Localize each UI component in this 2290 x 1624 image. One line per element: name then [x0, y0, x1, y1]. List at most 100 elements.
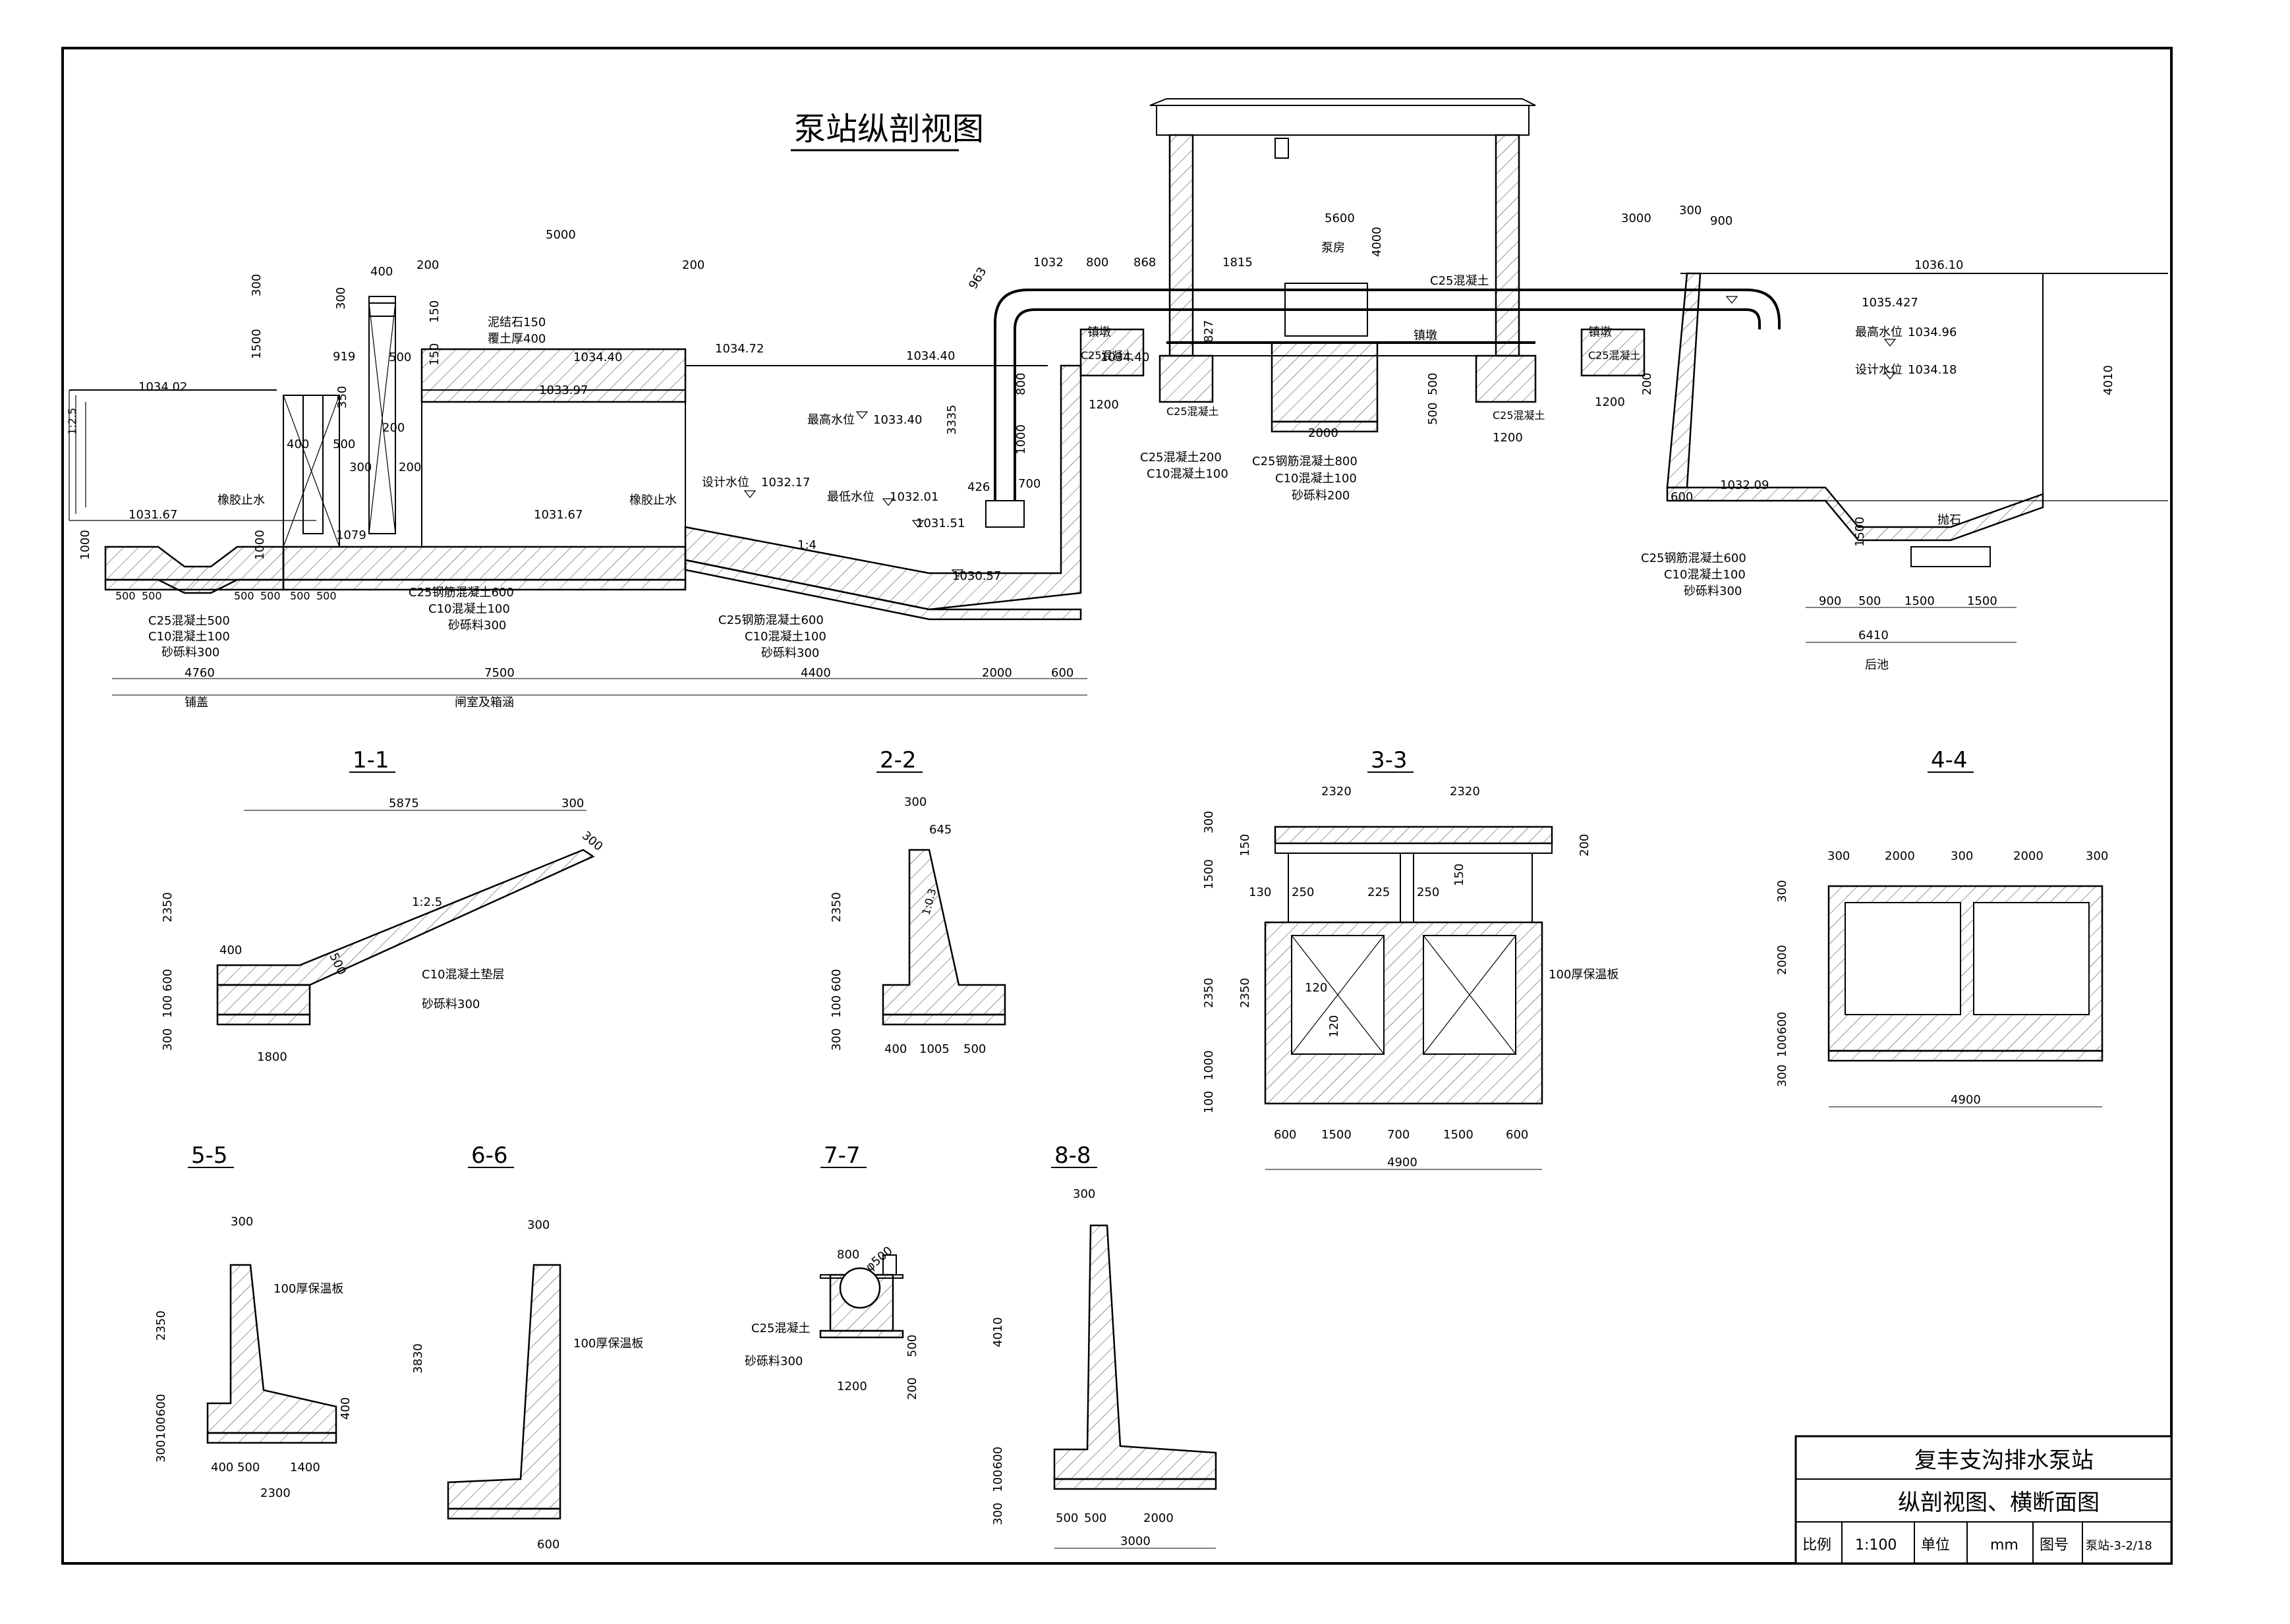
svg-text:4010: 4010	[991, 1317, 1005, 1347]
svg-text:300: 300	[1951, 849, 1973, 863]
svg-text:100: 100	[154, 1417, 168, 1440]
svg-text:2000: 2000	[1143, 1511, 1174, 1525]
svg-text:C25混凝土: C25混凝土	[1493, 409, 1545, 422]
svg-text:1200: 1200	[1595, 395, 1625, 409]
svg-text:200: 200	[382, 421, 405, 435]
svg-text:1034.40: 1034.40	[573, 350, 622, 364]
svg-text:4400: 4400	[801, 666, 831, 680]
svg-text:350: 350	[335, 386, 349, 408]
project-name: 复丰支沟排水泵站	[1914, 1447, 2094, 1474]
svg-text:400: 400	[211, 1461, 233, 1474]
svg-text:1000: 1000	[1202, 1050, 1216, 1080]
svg-text:300: 300	[1775, 1065, 1789, 1087]
svg-text:200: 200	[682, 258, 704, 272]
svg-text:1500: 1500	[250, 329, 264, 359]
svg-text:300: 300	[161, 1028, 175, 1051]
svg-text:300: 300	[154, 1440, 168, 1463]
svg-text:500: 500	[333, 437, 355, 451]
svg-text:设计水位: 设计水位	[1855, 363, 1903, 377]
svg-text:2000: 2000	[2013, 849, 2044, 863]
svg-text:2320: 2320	[1450, 785, 1480, 798]
svg-text:300: 300	[1202, 811, 1216, 833]
svg-text:橡胶止水: 橡胶止水	[629, 493, 677, 507]
svg-text:300: 300	[1775, 880, 1789, 903]
svg-text:2-2: 2-2	[880, 747, 917, 773]
svg-text:600: 600	[154, 1394, 168, 1416]
svg-text:100: 100	[830, 995, 844, 1018]
svg-text:400: 400	[339, 1397, 353, 1420]
svg-text:4010: 4010	[2102, 365, 2115, 395]
section-7-7: 7-7 800 φ500 1200 500 200 C25混凝土 砂砾料300	[745, 1142, 919, 1400]
svg-text:8-8: 8-8	[1054, 1142, 1091, 1169]
svg-text:500: 500	[1426, 403, 1440, 425]
svg-text:600: 600	[1671, 490, 1693, 504]
svg-text:6410: 6410	[1858, 629, 1889, 642]
svg-text:1036.10: 1036.10	[1914, 258, 1963, 272]
svg-text:500: 500	[142, 590, 162, 602]
svg-text:泥结石150: 泥结石150	[488, 316, 546, 329]
svg-text:C10混凝土100: C10混凝土100	[1147, 467, 1228, 481]
svg-text:C10混凝土100: C10混凝土100	[745, 630, 826, 644]
svg-text:300: 300	[349, 461, 372, 474]
svg-text:500: 500	[1084, 1511, 1106, 1525]
svg-text:500: 500	[115, 590, 136, 602]
svg-text:500: 500	[1426, 373, 1440, 395]
svg-text:1035.427: 1035.427	[1862, 296, 1918, 310]
svg-text:砂砾料300: 砂砾料300	[161, 646, 219, 659]
svg-text:6-6: 6-6	[471, 1142, 508, 1169]
svg-text:砂砾料200: 砂砾料200	[1292, 489, 1350, 503]
svg-text:1031.67: 1031.67	[534, 508, 583, 522]
svg-text:3335: 3335	[945, 405, 959, 435]
svg-text:泵房: 泵房	[1321, 241, 1345, 255]
svg-text:1815: 1815	[1222, 256, 1253, 269]
drawing-title: 泵站纵剖视图	[794, 111, 984, 148]
svg-text:4760: 4760	[185, 666, 215, 680]
svg-text:500: 500	[234, 590, 254, 602]
svg-text:1:2.5: 1:2.5	[66, 408, 78, 435]
svg-text:5000: 5000	[546, 228, 576, 242]
svg-text:镇墩: 镇墩	[1414, 329, 1437, 343]
svg-text:300: 300	[1827, 849, 1850, 863]
svg-text:2300: 2300	[260, 1486, 291, 1500]
svg-text:300: 300	[527, 1218, 550, 1232]
svg-text:600: 600	[161, 969, 175, 992]
svg-text:3-3: 3-3	[1371, 747, 1408, 773]
svg-text:150: 150	[428, 343, 442, 366]
svg-text:1200: 1200	[1493, 431, 1523, 445]
svg-text:963: 963	[966, 265, 989, 291]
svg-text:7-7: 7-7	[824, 1142, 861, 1169]
svg-text:1031.67: 1031.67	[129, 508, 177, 522]
svg-text:C10混凝土100: C10混凝土100	[428, 602, 510, 616]
svg-text:900: 900	[1819, 594, 1841, 608]
svg-text:868: 868	[1133, 256, 1156, 269]
svg-text:1500: 1500	[1202, 859, 1216, 889]
svg-text:1034.96: 1034.96	[1908, 325, 1957, 339]
svg-text:C25混凝土: C25混凝土	[1430, 274, 1489, 288]
section-4-4: 4-4 300 2000 300 2000 300 300 2000 100 6…	[1775, 747, 2108, 1107]
svg-text:120: 120	[1327, 1015, 1341, 1038]
svg-text:1033.97: 1033.97	[539, 383, 588, 397]
svg-text:400: 400	[370, 265, 393, 279]
svg-text:2350: 2350	[154, 1310, 168, 1341]
svg-text:闸室及箱涵: 闸室及箱涵	[455, 696, 514, 710]
svg-text:C25钢筋混凝土600: C25钢筋混凝土600	[409, 586, 514, 600]
title-block: 复丰支沟排水泵站 纵剖视图、横断面图 比例 1:100 单位 mm 图号 泵站-…	[1794, 1435, 2173, 1565]
svg-text:200: 200	[399, 461, 421, 474]
svg-text:400: 400	[219, 943, 242, 957]
svg-text:1500: 1500	[1853, 517, 1867, 547]
svg-text:1000: 1000	[253, 530, 267, 560]
svg-text:500: 500	[963, 1042, 986, 1056]
svg-text:827: 827	[1202, 320, 1216, 343]
main-longitudinal-section: 1:2.5	[66, 98, 2168, 710]
svg-text:C25混凝土: C25混凝土	[1166, 405, 1219, 418]
svg-text:4900: 4900	[1951, 1093, 1981, 1107]
svg-text:1200: 1200	[837, 1380, 867, 1393]
svg-text:1032.17: 1032.17	[761, 476, 810, 490]
svg-text:1079: 1079	[336, 528, 366, 542]
svg-text:橡胶止水: 橡胶止水	[217, 493, 265, 507]
svg-text:300: 300	[334, 287, 348, 310]
svg-text:最低水位: 最低水位	[827, 490, 874, 504]
svg-text:1034.72: 1034.72	[715, 342, 764, 356]
svg-text:比例: 比例	[1802, 1537, 1831, 1554]
svg-text:抛石: 抛石	[1937, 513, 1961, 527]
